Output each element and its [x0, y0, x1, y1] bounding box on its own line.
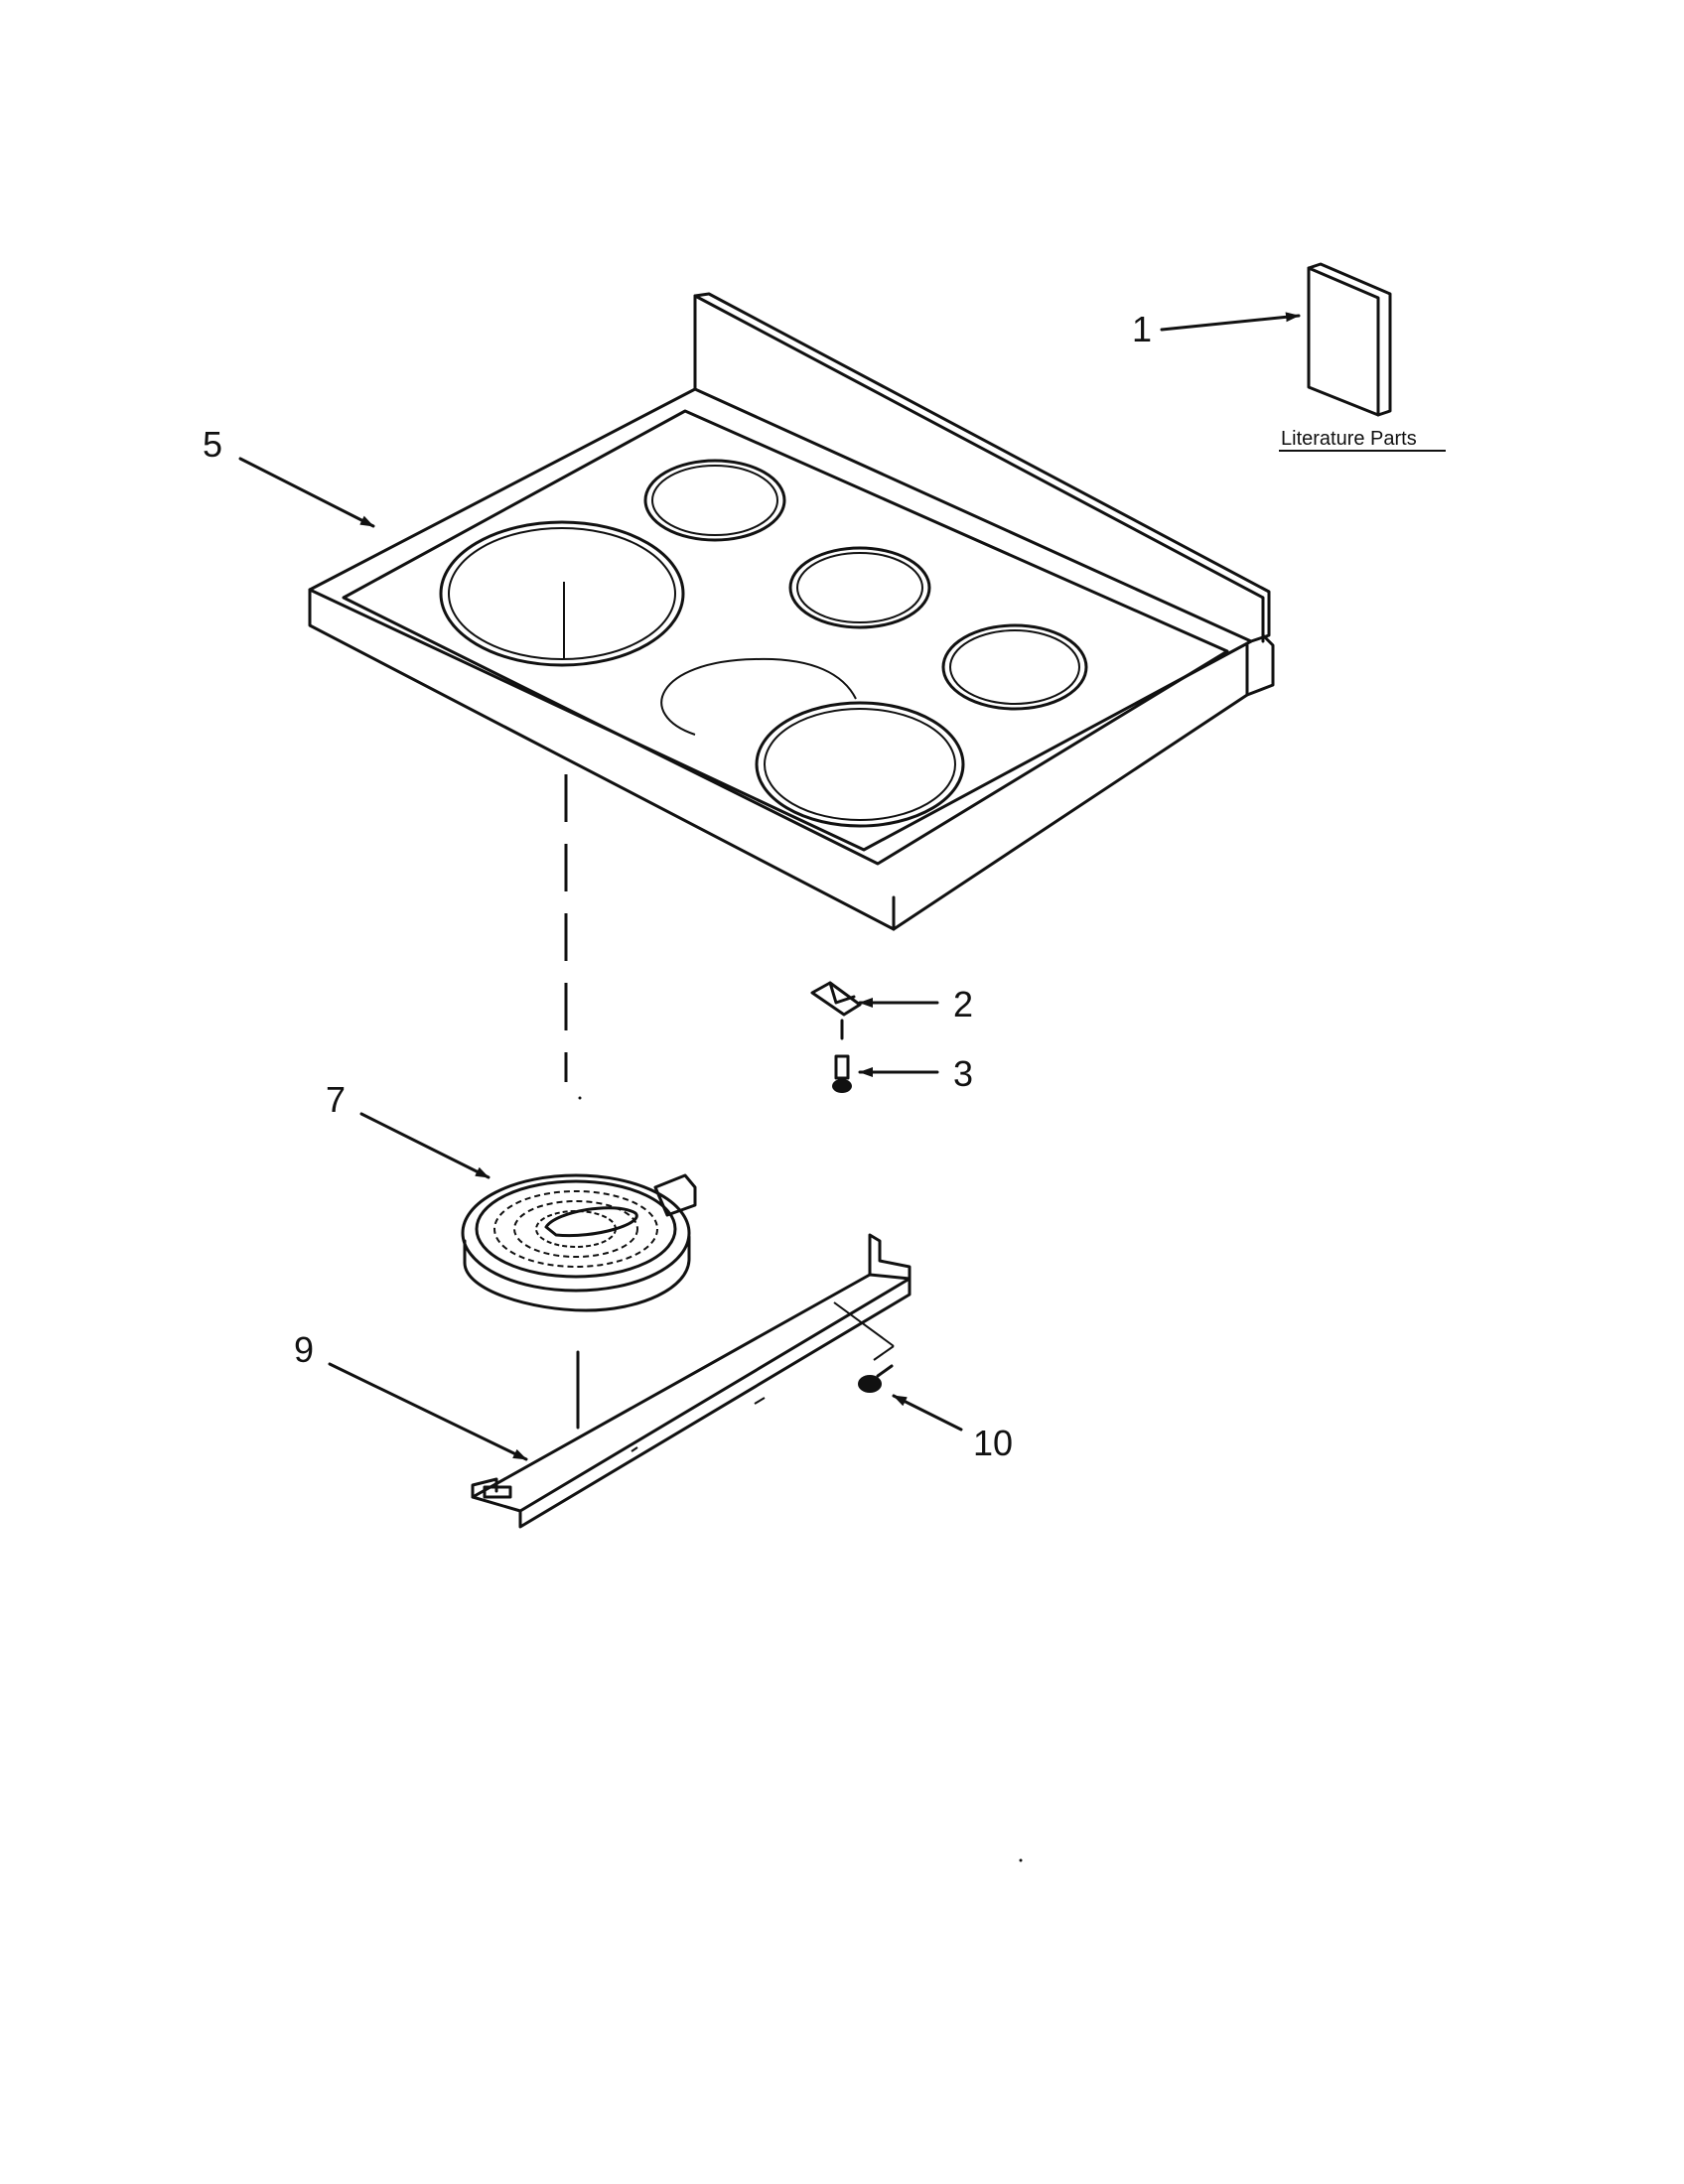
burner-large-left: [439, 520, 685, 667]
radiant-element: [461, 1173, 697, 1312]
clip: [810, 981, 862, 1040]
callout-1-label: 1: [1132, 309, 1152, 349]
burner-center: [788, 546, 931, 629]
literature-booklet: [1307, 262, 1392, 417]
callout-5-label: 5: [203, 424, 222, 465]
callout-2-label: 2: [953, 984, 973, 1024]
bolt: [858, 1364, 894, 1393]
callout-5-leader: [238, 457, 375, 528]
scan-speck: [578, 1096, 582, 1100]
callout-1-leader: [1160, 312, 1301, 332]
screw: [832, 1054, 852, 1093]
callout-9-label: 9: [294, 1329, 314, 1370]
callout-7-leader: [359, 1112, 491, 1179]
cooktop: [308, 292, 1275, 931]
callout-7-label: 7: [326, 1079, 346, 1120]
callout-9-leader: [328, 1362, 528, 1461]
warming-zone: [660, 657, 857, 736]
burner-large-front: [755, 701, 965, 828]
callout-10-leader: [892, 1394, 963, 1432]
scan-speck: [1019, 1858, 1023, 1862]
burner-back-right: [941, 623, 1088, 711]
literature-parts-caption: Literature Parts: [1281, 428, 1417, 450]
callout-10-label: 10: [973, 1423, 1013, 1463]
callout-3-label: 3: [953, 1053, 973, 1094]
burner-back-left: [643, 459, 786, 542]
support-bracket: [471, 1233, 912, 1529]
